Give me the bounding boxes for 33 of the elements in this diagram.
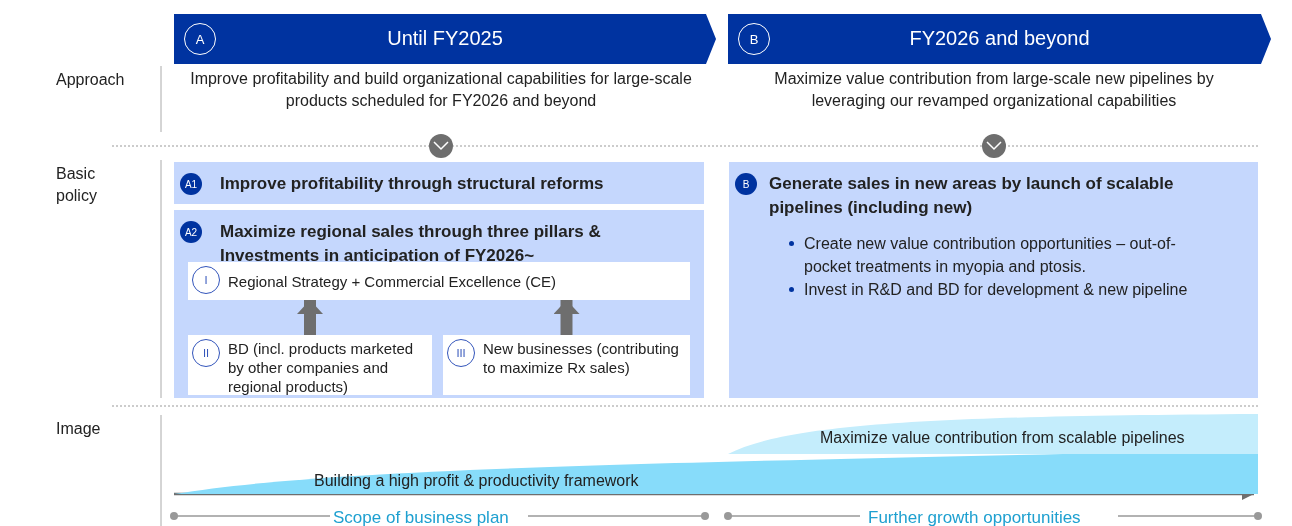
circle-badge: B <box>735 173 757 195</box>
range-label: Scope of business plan <box>333 507 509 526</box>
pillar-text: New businesses (contributing to maximize Rx sales) <box>483 339 680 377</box>
upper-growth-area <box>728 414 1258 454</box>
phase-title: Until FY2025 <box>387 27 503 50</box>
approach-text: Maximize value contribution from large-scale new pipelines by leveraging our revamped organizational capabilities <box>773 69 1215 111</box>
policy-heading: Maximize regional sales through three pillars & Investments in anticipation of FY2026~ <box>220 221 602 267</box>
row-label: Basic policy <box>56 164 98 206</box>
policy-heading: Improve profitability through structural reforms <box>220 173 605 195</box>
bullet-text: Create new value contribution opportunities – out-of-pocket treatments in myopia and ptosis. <box>804 234 1177 277</box>
circle-badge: A2 <box>180 221 202 243</box>
policy-panel <box>729 162 1258 398</box>
block-arrow <box>553 300 580 335</box>
phase-banner <box>174 14 716 64</box>
pillar-card <box>188 262 690 300</box>
approach-text: Improve profitability and build organizational capabilities for large-scale products scheduled for FY2026 and beyond <box>189 69 693 111</box>
pillar-card <box>443 335 690 395</box>
pillar-text: BD (incl. products marketed by other companies and regional products) <box>228 339 415 396</box>
row-label: Approach <box>56 70 125 90</box>
phase-banner <box>728 14 1271 64</box>
range-label: Further growth opportunities <box>868 507 1081 526</box>
pillar-card <box>188 335 432 395</box>
pillar-text: Regional Strategy + Commercial Excellence (CE) <box>228 272 558 291</box>
area-label: Maximize value contribution from scalable pipelines <box>820 429 1185 447</box>
phase-title: FY2026 and beyond <box>909 27 1090 50</box>
block-arrow <box>297 300 323 335</box>
area-label: Building a high profit & productivity framework <box>314 472 639 490</box>
bullet-text: Invest in R&D and BD for development & new pipeline <box>804 280 1189 300</box>
circle-badge: A1 <box>180 173 202 195</box>
row-label: Image <box>56 419 101 439</box>
policy-panel <box>174 162 704 204</box>
policy-panel <box>174 210 704 398</box>
policy-heading: Generate sales in new areas by launch of scalable pipelines (including new) <box>769 173 1175 219</box>
